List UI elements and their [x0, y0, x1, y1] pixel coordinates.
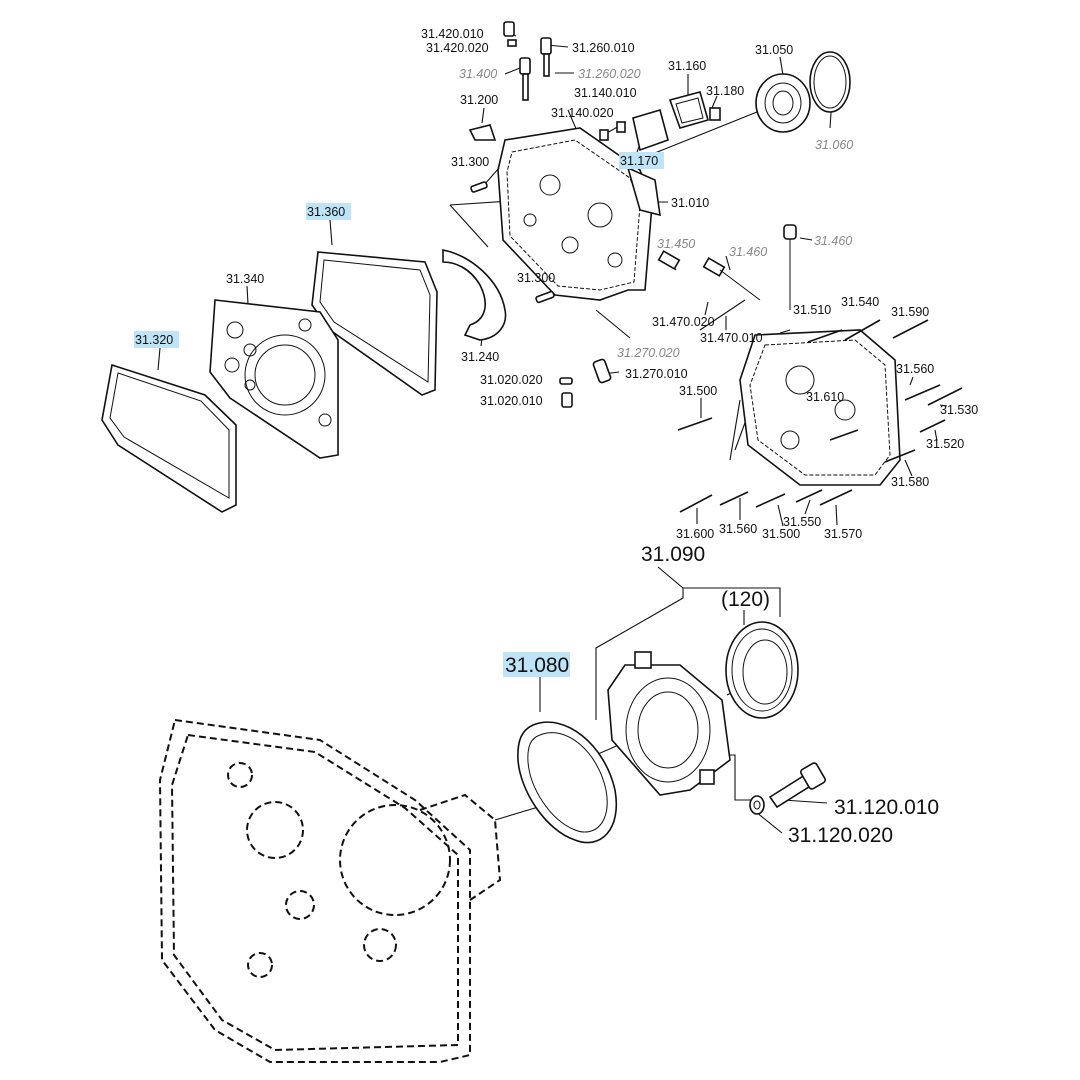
label-31-560-right[interactable]: 31.560: [896, 362, 934, 376]
part-labels: 31.420.010 31.420.020 31.400 31.260.010 …: [135, 27, 978, 847]
label-31-020-010[interactable]: 31.020.010: [480, 394, 543, 408]
label-31-240[interactable]: 31.240: [461, 350, 499, 364]
label-31-400[interactable]: 31.400: [459, 67, 497, 81]
gasket-31360: [311, 251, 438, 396]
washer-31120020: [749, 795, 765, 815]
transmission-housing: [158, 718, 502, 1063]
label-31-550[interactable]: 31.550: [783, 515, 821, 529]
label-31-010[interactable]: 31.010: [671, 196, 709, 210]
plate-31340: [209, 299, 339, 459]
label-31-260-020[interactable]: 31.260.020: [578, 67, 641, 81]
label-31-270-020[interactable]: 31.270.020: [617, 346, 680, 360]
label-31-530[interactable]: 31.530: [940, 403, 978, 417]
label-31-460-b[interactable]: 31.460: [814, 234, 852, 248]
gasket-31080: [517, 721, 618, 844]
label-31-140-020[interactable]: 31.140.020: [551, 106, 614, 120]
label-31-420-020[interactable]: 31.420.020: [426, 41, 489, 55]
label-120[interactable]: (120): [721, 588, 770, 611]
label-31-170[interactable]: 31.170: [620, 154, 658, 168]
label-31-460-a[interactable]: 31.460: [729, 245, 767, 259]
highlights: [134, 152, 664, 677]
label-31-470-010[interactable]: 31.470.010: [700, 331, 763, 345]
seal-120: [725, 621, 799, 719]
bearing-31050: [755, 73, 811, 133]
sensor-31460: [657, 224, 797, 310]
label-31-340[interactable]: 31.340: [226, 272, 264, 286]
label-31-120-020[interactable]: 31.120.020: [788, 824, 893, 847]
gasket-31170: [632, 108, 669, 152]
small-bolts-upper: [468, 21, 721, 408]
label-31-080[interactable]: 31.080: [505, 654, 569, 677]
label-31-610[interactable]: 31.610: [806, 390, 844, 404]
label-31-570[interactable]: 31.570: [824, 527, 862, 541]
bolt-31120010: [768, 762, 826, 809]
label-31-450[interactable]: 31.450: [657, 237, 695, 251]
label-31-300-upper[interactable]: 31.300: [451, 155, 489, 169]
label-31-060[interactable]: 31.060: [815, 138, 853, 152]
label-31-140-010[interactable]: 31.140.010: [574, 86, 637, 100]
bearing-carrier-31090: [607, 651, 731, 796]
cover-plate-31160: [668, 91, 709, 129]
label-31-050[interactable]: 31.050: [755, 43, 793, 57]
housing-bolts: [677, 319, 963, 513]
label-31-360[interactable]: 31.360: [307, 205, 345, 219]
gasket-31320: [101, 363, 237, 513]
label-31-270-010[interactable]: 31.270.010: [625, 367, 688, 381]
label-31-160[interactable]: 31.160: [668, 59, 706, 73]
label-31-090[interactable]: 31.090: [641, 543, 705, 566]
label-31-590[interactable]: 31.590: [891, 305, 929, 319]
label-31-560-bottom[interactable]: 31.560: [719, 522, 757, 536]
label-31-120-010[interactable]: 31.120.010: [834, 796, 939, 819]
label-31-470-020[interactable]: 31.470.020: [652, 315, 715, 329]
label-31-020-020[interactable]: 31.020.020: [480, 373, 543, 387]
label-31-320[interactable]: 31.320: [135, 333, 173, 347]
label-31-540[interactable]: 31.540: [841, 295, 879, 309]
label-31-500-bottom[interactable]: 31.500: [762, 527, 800, 541]
snap-ring-31060: [809, 51, 851, 113]
label-31-200[interactable]: 31.200: [460, 93, 498, 107]
label-31-510[interactable]: 31.510: [793, 303, 831, 317]
label-31-580[interactable]: 31.580: [891, 475, 929, 489]
label-31-260-010[interactable]: 31.260.010: [572, 41, 635, 55]
label-31-500-left[interactable]: 31.500: [679, 384, 717, 398]
label-31-520[interactable]: 31.520: [926, 437, 964, 451]
label-31-420-010[interactable]: 31.420.010: [421, 27, 484, 41]
label-31-180[interactable]: 31.180: [706, 84, 744, 98]
shift-fork-31240: [442, 249, 507, 341]
label-31-300-lower[interactable]: 31.300: [517, 271, 555, 285]
label-31-600[interactable]: 31.600: [676, 527, 714, 541]
housing-right-31500: [739, 329, 901, 486]
